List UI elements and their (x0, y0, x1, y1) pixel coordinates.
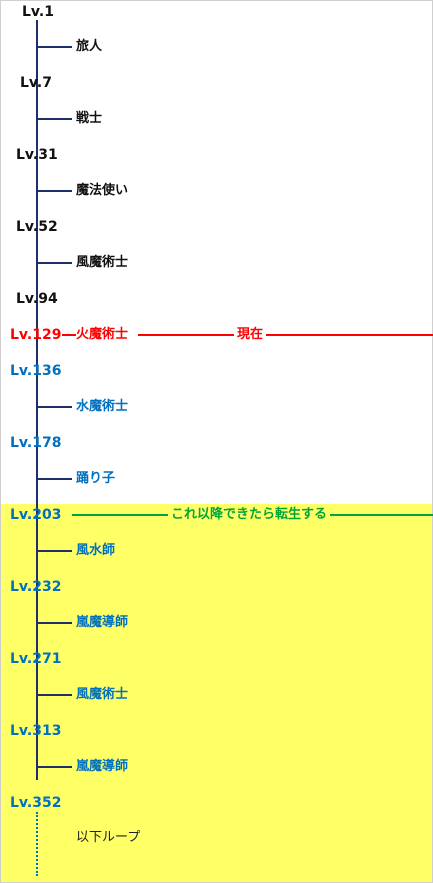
level-label: Lv.313 (10, 723, 62, 739)
level-label: Lv.52 (16, 219, 58, 235)
level-label: Lv.7 (20, 75, 52, 91)
rebirth-note: これ以降できたら転生する (168, 507, 331, 522)
job-label: 旅人 (76, 39, 103, 54)
job-label: 風水師 (76, 543, 116, 558)
current-marker-line-short (62, 334, 76, 336)
branch-tick (36, 46, 72, 48)
job-label: 風魔術士 (76, 255, 129, 270)
level-label: Lv.271 (10, 651, 62, 667)
job-label: 踊り子 (76, 471, 116, 486)
job-label: 戦士 (76, 111, 103, 126)
level-label: Lv.178 (10, 435, 62, 451)
level-label: Lv.352 (10, 795, 62, 811)
branch-tick (36, 478, 72, 480)
branch-tick (36, 118, 72, 120)
branch-tick (36, 550, 72, 552)
current-marker-line (138, 334, 433, 336)
level-label: Lv.31 (16, 147, 58, 163)
level-label: Lv.94 (16, 291, 58, 307)
job-label-current: 火魔術士 (76, 327, 129, 342)
job-label: 嵐魔導師 (76, 615, 129, 630)
level-label: Lv.136 (10, 363, 62, 379)
branch-tick (36, 190, 72, 192)
trunk-line-solid (36, 20, 38, 780)
level-label: Lv.203 (10, 507, 62, 523)
rebirth-highlight-zone (1, 504, 432, 882)
current-note: 現在 (234, 327, 267, 342)
job-label: 魔法使い (76, 183, 129, 198)
job-label: 風魔術士 (76, 687, 129, 702)
branch-tick (36, 766, 72, 768)
level-label: Lv.232 (10, 579, 62, 595)
branch-tick (36, 622, 72, 624)
branch-tick (36, 406, 72, 408)
branch-tick (36, 694, 72, 696)
loop-note: 以下ループ (76, 830, 141, 845)
level-label: Lv.1 (22, 4, 54, 20)
level-label-current: Lv.129 (10, 327, 62, 343)
trunk-line-dotted (36, 812, 38, 876)
branch-tick (36, 262, 72, 264)
job-label: 水魔術士 (76, 399, 129, 414)
job-label: 嵐魔導師 (76, 759, 129, 774)
